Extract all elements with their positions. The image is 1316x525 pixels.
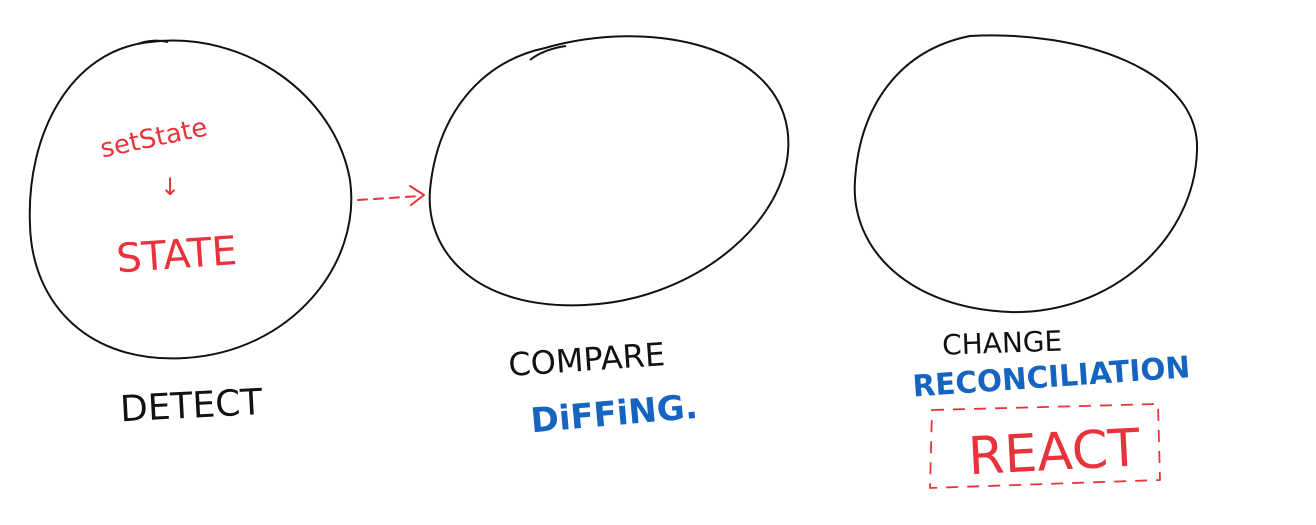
compare-label: COMPARE xyxy=(507,335,666,384)
react-boxed-text: REACT xyxy=(967,418,1142,487)
react-dashed-box xyxy=(929,403,1161,489)
detect-circle xyxy=(28,39,353,360)
set-state-text: setState xyxy=(98,112,210,164)
state-text: STATE xyxy=(115,228,239,282)
compare-circle-overlap xyxy=(529,45,567,61)
compare-circle xyxy=(428,35,790,307)
change-label: CHANGE xyxy=(942,325,1063,362)
flow-arrow xyxy=(357,195,421,201)
flow-arrow-head xyxy=(409,185,425,206)
detect-label: DETECT xyxy=(119,382,264,430)
down-arrow-glyph: ↓ xyxy=(160,173,180,201)
detect-circle-overlap xyxy=(137,39,169,45)
change-circle xyxy=(853,34,1199,314)
diffing-note: DiFFiNG. xyxy=(529,387,699,441)
